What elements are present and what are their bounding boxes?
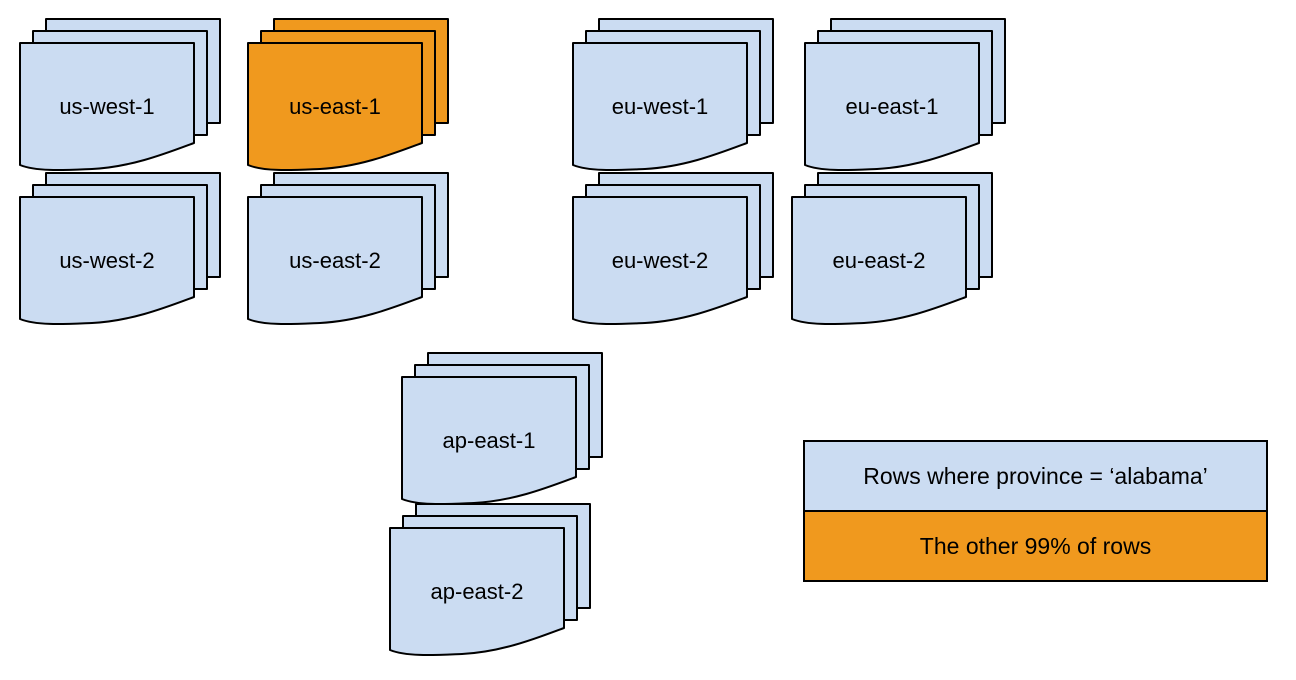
region-stack-eu-east-1: eu-east-1: [802, 18, 1008, 174]
region-stack-us-west-1: us-west-1: [17, 18, 223, 174]
legend-label: Rows where province = ‘alabama’: [863, 462, 1208, 489]
document-stack-icon: [804, 18, 1006, 172]
legend-row-other-rows: The other 99% of rows: [805, 512, 1266, 580]
document-stack-icon: [19, 18, 221, 172]
document-stack-icon: [401, 352, 603, 506]
document-stack-icon: [791, 172, 993, 326]
region-stack-eu-west-2: eu-west-2: [570, 172, 776, 328]
legend-label: The other 99% of rows: [919, 532, 1152, 559]
document-stack-icon: [572, 18, 774, 172]
region-stack-ap-east-1: ap-east-1: [399, 352, 605, 508]
region-stack-us-east-2: us-east-2: [245, 172, 451, 328]
legend: Rows where province = ‘alabama’ The othe…: [803, 440, 1268, 582]
region-stack-us-west-2: us-west-2: [17, 172, 223, 328]
region-stack-us-east-1: us-east-1: [245, 18, 451, 174]
region-stack-eu-west-1: eu-west-1: [570, 18, 776, 174]
region-stack-ap-east-2: ap-east-2: [387, 503, 593, 659]
document-stack-icon: [247, 172, 449, 326]
document-stack-icon: [389, 503, 591, 657]
document-stack-icon: [247, 18, 449, 172]
document-stack-icon: [19, 172, 221, 326]
legend-row-alabama-rows: Rows where province = ‘alabama’: [805, 442, 1266, 512]
document-stack-icon: [572, 172, 774, 326]
region-stack-eu-east-2: eu-east-2: [789, 172, 995, 328]
